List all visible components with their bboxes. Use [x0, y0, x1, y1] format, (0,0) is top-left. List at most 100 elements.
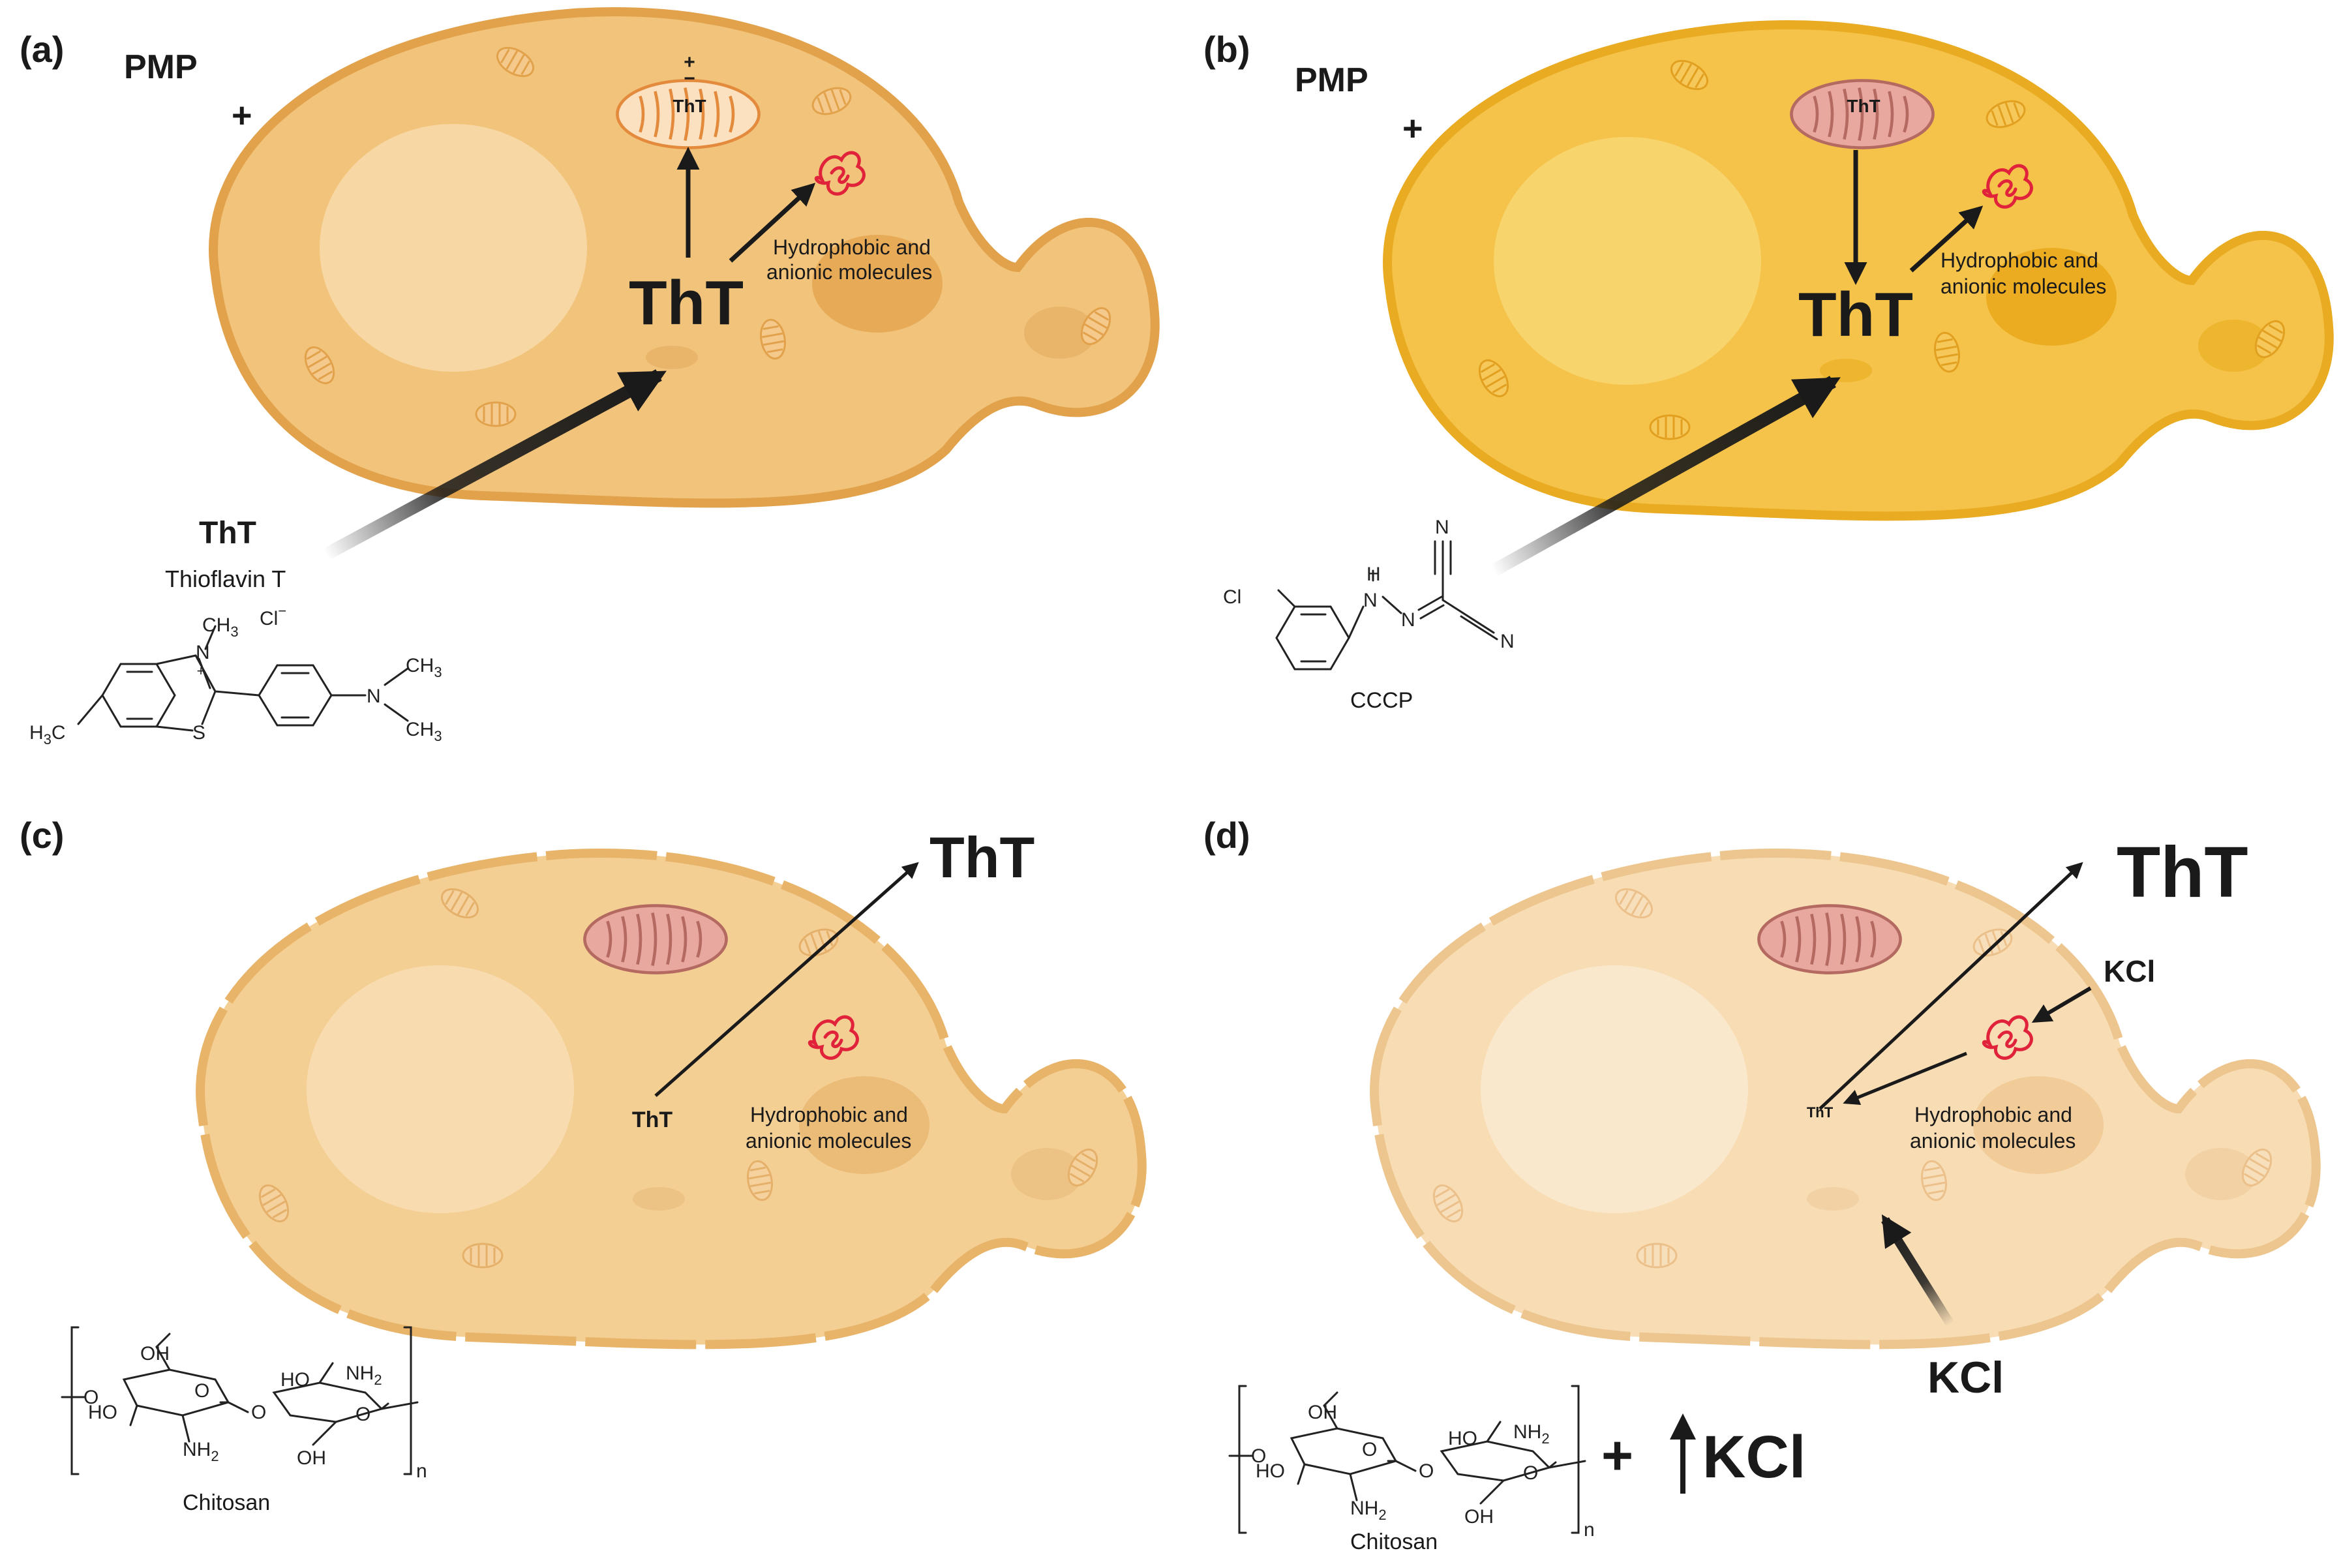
hydrophobic-line1-a: Hydrophobic and: [773, 235, 931, 259]
outer-tht-c: ThT: [929, 825, 1035, 890]
chitosan-nh2b-d: NH2: [1350, 1498, 1387, 1523]
chitosan-o-ring-d: O: [1362, 1439, 1377, 1460]
panel-c: (c) ThT ThT Hydrophobic and anionic mole…: [20, 815, 1147, 1515]
arrow-to-protein-b: [1909, 205, 1984, 273]
compound-name-a: Thioflavin T: [165, 565, 286, 592]
mitochondrion-d: [1759, 905, 1900, 972]
cccp-cn-bottom: N: [1500, 631, 1515, 652]
chitosan-nh2b-c: NH2: [183, 1439, 219, 1464]
chitosan-ho-d: HO: [1256, 1460, 1285, 1482]
chitosan-oh1-d: OH: [1308, 1402, 1337, 1423]
mito-tht-b: ThT: [1847, 96, 1880, 116]
mitochondrion-c: [584, 905, 726, 972]
kcl-increase-d: KCl: [1702, 1424, 1805, 1490]
polymer-name-c: Chitosan: [183, 1490, 270, 1515]
panel-label-a: (a): [20, 29, 64, 70]
chitosan-o-ring2-c: O: [355, 1404, 370, 1425]
exit-arrow-c: [654, 862, 919, 1097]
protein-release-arrow-d: [1843, 1051, 1967, 1106]
chitosan-o-ring-c: O: [194, 1380, 209, 1402]
hydrophobic-line2-c: anionic molecules: [746, 1129, 911, 1153]
chitosan-ho2-c: HO: [280, 1369, 310, 1391]
panel-d: (d) ThT ThT KCl KCl Hydrophobic and anio…: [1203, 815, 2321, 1554]
vacuole-d: [1481, 965, 1748, 1213]
organelle-c1: [633, 1187, 685, 1211]
inner-tht-d: ThT: [1807, 1104, 1834, 1121]
cccp-h: H: [1367, 564, 1381, 585]
chitosan-nh2a-d: NH2: [1513, 1421, 1550, 1447]
amine-methyl2: CH3: [406, 719, 442, 744]
chitosan-n-c: n: [416, 1460, 427, 1482]
kcl-entry-arrow-d: [1881, 1214, 1954, 1327]
kcl-top-arrow-d: [2031, 986, 2092, 1023]
cccp-cn-top: N: [1435, 517, 1449, 538]
chitosan-structure-d: OH NH2 HO NH2 HO OH O O O O n: [1228, 1385, 1595, 1541]
chitosan-oh2-d: OH: [1464, 1506, 1494, 1528]
chitosan-oh1-c: OH: [140, 1343, 170, 1364]
polymer-name-d: Chitosan: [1350, 1530, 1438, 1554]
organelle-a1: [646, 346, 698, 369]
mito-plus-a: +: [684, 52, 695, 73]
chitosan-o-left-c: O: [83, 1387, 98, 1408]
chitosan-o-ring2-d: O: [1523, 1462, 1538, 1484]
center-tht-b: ThT: [1798, 280, 1913, 350]
vacuole-c: [307, 965, 574, 1213]
organelle-d1: [1807, 1187, 1859, 1211]
organelle-d2: [2185, 1148, 2257, 1200]
chitosan-ho2-d: HO: [1448, 1428, 1477, 1449]
panel-label-d: (d): [1203, 815, 1250, 856]
chitosan-o-link-c: O: [251, 1402, 266, 1423]
pmp-label-a: PMP: [124, 48, 198, 86]
thioflavin-structure: CH3 Cl− N+ S N CH3 CH3 H3C: [29, 603, 442, 747]
membrane-plus-a: +: [232, 96, 252, 135]
outer-tht-d: ThT: [2117, 832, 2248, 912]
compound-abbrev-a: ThT: [199, 516, 256, 550]
hydrophobic-line2-b: anionic molecules: [1941, 275, 2106, 298]
inner-tht-c: ThT: [632, 1108, 673, 1132]
panel-a: (a) PMP + − + − ThT ThT: [20, 7, 1160, 747]
compound-name-b: CCCP: [1350, 688, 1413, 713]
cccp-n1: N: [1363, 590, 1378, 611]
hydrophobic-line1-d: Hydrophobic and: [1914, 1103, 2072, 1126]
chitosan-n-d: n: [1584, 1519, 1595, 1541]
nucleus-c: [799, 1076, 929, 1174]
exit-arrow-d: [1819, 862, 2083, 1110]
chitosan-ho-c: HO: [88, 1402, 117, 1423]
plus-sign-d: +: [1601, 1425, 1633, 1486]
kcl-top-d: KCl: [2104, 954, 2155, 988]
amine-n: N: [367, 686, 381, 707]
chitosan-o-link-d: O: [1419, 1460, 1434, 1482]
kcl-bottom-d: KCl: [1927, 1353, 2004, 1402]
organelle-a2: [1024, 307, 1096, 359]
nucleus-d: [1973, 1076, 2104, 1174]
panel-label-b: (b): [1203, 29, 1250, 70]
nucleus-b: [1986, 248, 2117, 346]
entry-arrow-b: [1490, 376, 1841, 577]
chitosan-nh2a-c: NH2: [346, 1363, 382, 1388]
chitosan-oh2-c: OH: [297, 1447, 326, 1469]
hydrophobic-line2-a: anionic molecules: [766, 260, 932, 284]
cccp-n2: N: [1401, 609, 1415, 631]
cccp-cl: Cl: [1223, 586, 1241, 608]
nucleus-a: [812, 235, 943, 333]
organelle-b2: [2198, 320, 2270, 372]
entry-arrow-a: [323, 369, 667, 560]
arrow-to-protein-a: [729, 183, 816, 263]
pmp-label-b: PMP: [1295, 61, 1368, 99]
cccp-structure: Cl H N N N N: [1223, 517, 1515, 671]
organelle-c2: [1011, 1148, 1083, 1200]
panel-label-c: (c): [20, 815, 64, 856]
membrane-plus-b: +: [1402, 109, 1423, 148]
vacuole-b: [1494, 137, 1761, 385]
hydrophobic-line1-c: Hydrophobic and: [750, 1103, 908, 1126]
chitosan-o-left-d: O: [1251, 1445, 1266, 1467]
thiazole-s: S: [192, 722, 205, 744]
hydrophobic-line2-d: anionic molecules: [1910, 1129, 2076, 1153]
hydrophobic-line1-b: Hydrophobic and: [1941, 249, 2098, 272]
chloride: Cl−: [260, 603, 286, 629]
chitosan-structure-c: OH NH2 HO NH2 HO OH O O O O n: [61, 1326, 427, 1482]
ch3-methyl: CH3: [202, 614, 239, 640]
h3c-methyl: H3C: [29, 722, 66, 747]
mito-minus-a: −: [684, 68, 695, 89]
